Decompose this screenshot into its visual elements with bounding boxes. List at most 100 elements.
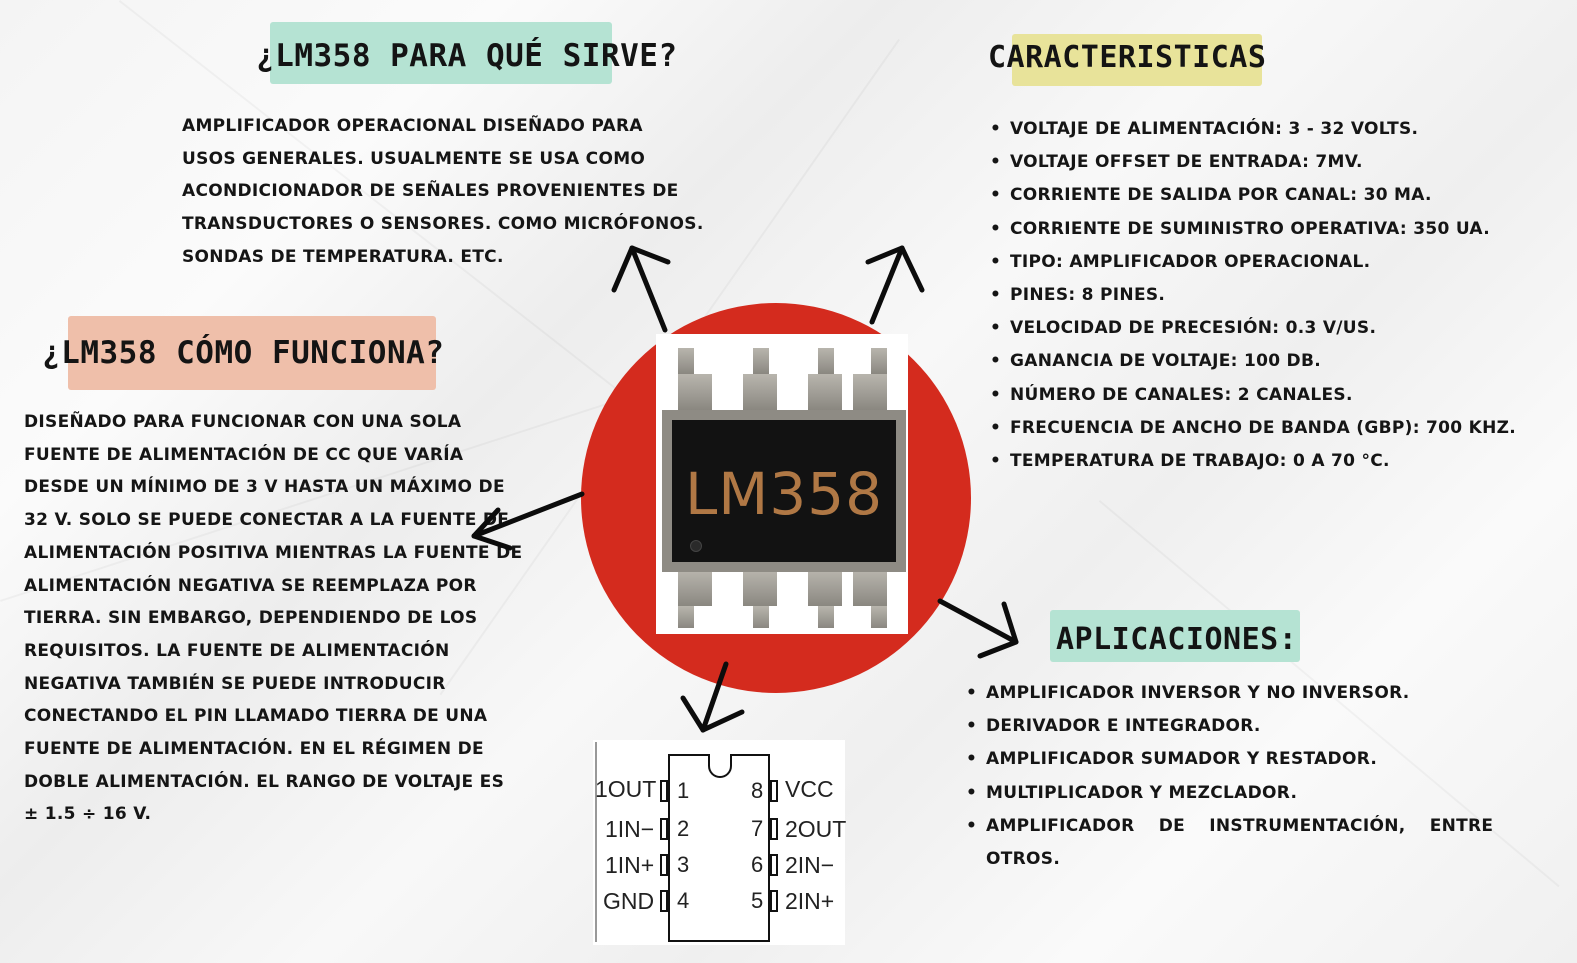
section-title: CARACTERISTICAS <box>988 40 1267 75</box>
pin-number: 4 <box>677 888 690 913</box>
divider-line <box>595 742 597 942</box>
list-item: Amplificador inversor y no inversor. <box>964 677 1493 710</box>
text-line: negativa también se puede introducir <box>24 673 446 694</box>
pin-number: 7 <box>751 816 764 841</box>
text-line: acondicionador de señales provenientes d… <box>182 181 679 202</box>
pin-tab <box>770 854 778 876</box>
text-line: sondas de temperatura. etc. <box>182 246 504 267</box>
text-line: Diseñado para funcionar con una sola <box>24 412 462 432</box>
chip-pin-tip <box>753 348 769 374</box>
pin-tab <box>660 780 668 802</box>
text-line: fuente de alimentación de cc que varía <box>24 444 464 465</box>
chip-pin <box>853 570 887 606</box>
pin-number: 2 <box>677 816 690 841</box>
chip-pin-tip <box>818 348 834 374</box>
text-line: fuente de alimentación. en el régimen de <box>24 739 484 760</box>
text-line: alimentación positiva mientras la fuente… <box>24 542 523 563</box>
list-item: Corriente de suministro operativa: 350 u… <box>988 213 1516 246</box>
pin-tab <box>770 818 778 840</box>
arrow-down-icon <box>680 661 745 733</box>
list-item: Derivador e integrador. <box>964 710 1493 743</box>
text-line: requisitos. la fuente de alimentación <box>24 640 450 661</box>
arrow-down-right-icon <box>937 598 1019 659</box>
arrow-up-right-icon <box>865 245 925 325</box>
text-line: transductores o sensores. como micrófono… <box>182 214 704 235</box>
list-item: Temperatura de trabajo: 0 a 70 °C. <box>988 445 1516 478</box>
list-item: Ganancia de voltaje: 100 dB. <box>988 345 1516 378</box>
list-item: Tipo: amplificador operacional. <box>988 246 1516 279</box>
chip-pin-tip <box>818 606 834 628</box>
pin-number: 6 <box>751 852 764 877</box>
ic-outline <box>668 754 770 942</box>
list-item: Número de canales: 2 canales. <box>988 379 1516 412</box>
list-item-continuation: otros. <box>986 849 1061 870</box>
chip-pin-tip <box>753 606 769 628</box>
pinout-diagram: 1OUT 1IN− 1IN+ GND 1 2 3 4 8 7 6 5 VCC 2… <box>593 740 847 945</box>
pin-label: 2OUT <box>785 816 847 842</box>
title-highlight <box>270 22 612 84</box>
pin-tab <box>770 890 778 912</box>
pin-label: VCC <box>785 776 834 802</box>
arrow-up-left-icon <box>611 245 671 333</box>
text-line: 32 V. solo se puede conectar a la fuente… <box>24 510 510 531</box>
chip-pin <box>808 570 842 606</box>
chip-pin <box>743 374 777 410</box>
pin-tab <box>770 780 778 802</box>
list-item: Amplificador sumador y restador. <box>964 743 1493 776</box>
section-body: Amplificador operacional diseñado para u… <box>182 110 704 274</box>
arrow-left-icon <box>471 491 585 551</box>
text-line: tierra. sin embargo, dependiendo de los <box>24 608 478 629</box>
section-title: ¿LM358 PARA QUÉ SIRVE? <box>256 38 678 74</box>
chip-pin-tip <box>678 348 694 374</box>
title-highlight <box>1050 610 1300 662</box>
section-body: Diseñado para funcionar con una sola fue… <box>24 406 522 831</box>
chip-pin <box>853 374 887 410</box>
chip-pin <box>678 374 712 410</box>
pin-number: 8 <box>751 778 764 803</box>
list-item: Corriente de salida por canal: 30 mA. <box>988 179 1516 212</box>
pin-label: 1IN+ <box>605 852 655 878</box>
text-line: desde un mínimo de 3 V hasta un máximo d… <box>24 477 505 498</box>
pin-label: GND <box>603 888 655 914</box>
list-item: Amplificador de instrumentación, entre <box>964 810 1493 843</box>
list-item: Multiplicador y mezclador. <box>964 777 1493 810</box>
text-line: usos generales. usualmente se usa como <box>182 148 646 169</box>
text-line: doble alimentación. el rango de voltaje … <box>24 771 505 792</box>
chip-pin <box>808 374 842 410</box>
pin-label: 2IN+ <box>785 888 835 914</box>
section-title: ¿LM358 CÓMO FUNCIONA? <box>42 335 445 371</box>
pin-number: 3 <box>677 852 690 877</box>
title-highlight <box>1012 34 1262 86</box>
list-item: Voltaje de alimentación: 3 - 32 volts. <box>988 113 1516 146</box>
chip-pin <box>743 570 777 606</box>
chip-label: LM358 <box>684 460 884 528</box>
pin-tab <box>660 854 668 876</box>
pin-tab <box>660 890 668 912</box>
chip-body: LM358 <box>672 420 896 562</box>
text-line: alimentación negativa se reemplaza por <box>24 575 477 596</box>
list-item: Pines: 8 pines. <box>988 279 1516 312</box>
section-title: APLICACIONES: <box>1056 622 1298 657</box>
pin-label: 2IN− <box>785 852 835 878</box>
list-item: Velocidad de precesión: 0.3 V/us. <box>988 312 1516 345</box>
chip-pin-tip <box>678 606 694 628</box>
text-line: ± 1.5 ÷ 16 V. <box>24 804 152 825</box>
pin-label: 1OUT <box>595 776 657 802</box>
pin1-indicator <box>690 540 702 552</box>
pin-number: 1 <box>677 778 690 803</box>
pin-label: 1IN− <box>605 816 655 842</box>
list-item: Frecuencia de ancho de banda (GBP): 700 … <box>988 412 1516 445</box>
ic-notch <box>708 754 732 778</box>
chip-pin-tip <box>871 606 887 628</box>
text-line: conectando el pin llamado tierra de una <box>24 706 488 727</box>
chip-pin-tip <box>871 348 887 374</box>
text-line: Amplificador operacional diseñado para <box>182 116 643 136</box>
chip-pin <box>678 570 712 606</box>
applications-list: Amplificador inversor y no inversor. Der… <box>964 677 1493 876</box>
characteristics-list: Voltaje de alimentación: 3 - 32 volts. V… <box>988 113 1516 478</box>
pin-number: 5 <box>751 888 764 913</box>
chip-package: LM358 <box>662 410 906 572</box>
title-highlight <box>68 316 436 390</box>
pin-tab <box>660 818 668 840</box>
